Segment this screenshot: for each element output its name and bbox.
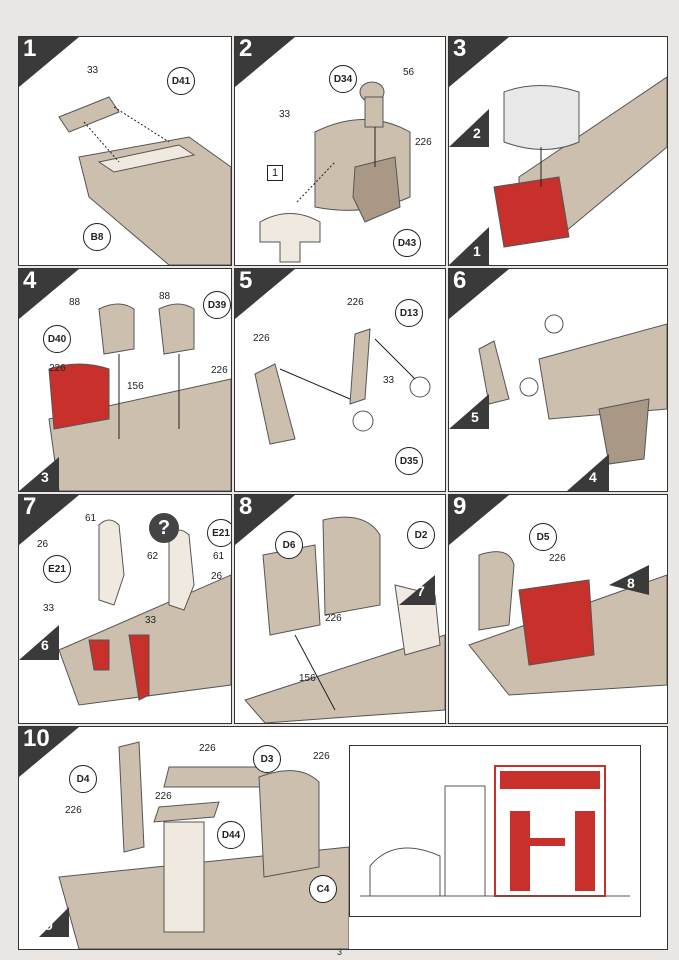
step-6-number: 6 [453, 268, 467, 294]
step-8-illustration [244, 516, 445, 723]
label-61-a: 61 [85, 513, 97, 524]
part-d3: D3 [253, 745, 281, 773]
step-6-panel: 6 5 4 [448, 268, 668, 492]
label-33: 33 [279, 109, 291, 120]
step-2-illustration [259, 81, 411, 263]
part-d44: D44 [217, 821, 245, 849]
step-2-marker [235, 37, 295, 87]
part-d2: D2 [407, 521, 435, 549]
label-226-a: 226 [199, 743, 216, 754]
label-26-b: 26 [211, 571, 223, 582]
step-3-panel: 3 2 1 [448, 36, 668, 266]
step-8-number: 8 [239, 494, 253, 520]
label-226-b: 226 [211, 365, 228, 376]
label-33-b: 33 [145, 615, 157, 626]
label-88-b: 88 [159, 291, 171, 302]
step-4-panel: 4 88 88 D39 D40 226 226 156 3 [18, 268, 232, 492]
part-d40: D40 [43, 325, 71, 353]
step-3-number: 3 [453, 36, 467, 62]
label-226-c: 226 [155, 791, 172, 802]
step-1-illustration [58, 96, 231, 265]
instruction-page: 1 33 D41 B8 2 D34 56 33 226 1 D43 [12, 12, 668, 950]
label-156: 156 [299, 673, 316, 684]
part-d43: D43 [393, 229, 421, 257]
label-88-a: 88 [69, 297, 81, 308]
part-b8: B8 [83, 223, 111, 251]
step-9-illustration [468, 551, 667, 696]
label-226-b: 226 [253, 333, 270, 344]
ref-step-3: 3 [41, 469, 49, 485]
step-6-illustration [449, 314, 667, 491]
step-2-number: 2 [239, 36, 253, 62]
label-33: 33 [87, 65, 99, 76]
ref-step-5: 5 [471, 409, 479, 425]
step-10-number: 10 [23, 726, 50, 752]
step-9-marker [449, 495, 509, 545]
step-1-marker [19, 37, 79, 87]
question-icon: ? [149, 513, 179, 543]
step-5-panel: 5 226 D13 226 33 D35 [234, 268, 446, 492]
step-10-panel: 10 226 D3 226 D4 226 226 D44 C4 9 [18, 726, 668, 950]
part-d35: D35 [395, 447, 423, 475]
label-56: 56 [403, 67, 415, 78]
part-d5: D5 [529, 523, 557, 551]
step-3-illustration [449, 76, 667, 265]
ref-step-6: 6 [41, 637, 49, 653]
label-226: 226 [415, 137, 432, 148]
label-226-b: 226 [313, 751, 330, 762]
label-226: 226 [325, 613, 342, 624]
ref-step-8: 8 [627, 575, 635, 591]
step-8-marker [235, 495, 295, 545]
part-e21-b: E21 [43, 555, 71, 583]
part-e21-a: E21 [207, 519, 231, 547]
step-5-number: 5 [239, 268, 253, 294]
label-226-d: 226 [65, 805, 82, 816]
ref-step-2: 2 [473, 125, 481, 141]
part-d6: D6 [275, 531, 303, 559]
label-156: 156 [127, 381, 144, 392]
label-226-a: 226 [347, 297, 364, 308]
step-7-marker [19, 495, 79, 545]
label-33-a: 33 [43, 603, 55, 614]
ref-step-9: 9 [45, 917, 53, 933]
step-10-marker [19, 727, 79, 777]
ref-step-4: 4 [589, 469, 597, 485]
step-6-marker [449, 269, 509, 319]
ref-step-7: 7 [417, 583, 425, 599]
part-c4: C4 [309, 875, 337, 903]
part-d41: D41 [167, 67, 195, 95]
label-33: 33 [383, 375, 395, 386]
detail-illustration [360, 765, 630, 897]
detail-inset [349, 745, 641, 917]
step-10-illustration [39, 741, 349, 949]
step-9-number: 9 [453, 494, 467, 520]
label-226-a: 226 [49, 363, 66, 374]
reference-box-1: 1 [267, 165, 283, 181]
part-d34: D34 [329, 65, 357, 93]
label-226: 226 [549, 553, 566, 564]
step-4-illustration [19, 303, 231, 491]
step-7-number: 7 [23, 494, 37, 520]
part-d4: D4 [69, 765, 97, 793]
part-d13: D13 [395, 299, 423, 327]
ref-step-1: 1 [473, 243, 481, 259]
label-26-a: 26 [37, 539, 49, 550]
part-d39: D39 [203, 291, 231, 319]
label-62: 62 [147, 551, 159, 562]
step-1-panel: 1 33 D41 B8 [18, 36, 232, 266]
step-1-number: 1 [23, 36, 37, 62]
step-7-panel: 7 61 26 62 61 26 33 33 E21 E21 ? 6 [18, 494, 232, 724]
step-9-panel: 9 D5 226 8 [448, 494, 668, 724]
step-3-marker [449, 37, 509, 87]
step-2-panel: 2 D34 56 33 226 1 D43 [234, 36, 446, 266]
step-7-illustration [19, 519, 231, 706]
step-4-number: 4 [23, 268, 37, 294]
step-4-marker [19, 269, 79, 319]
step-5-illustration [254, 328, 431, 445]
step-8-panel: 8 D6 D2 226 156 7 [234, 494, 446, 724]
page-number: 3 [336, 947, 342, 957]
label-61-b: 61 [213, 551, 225, 562]
step-5-marker [235, 269, 295, 319]
